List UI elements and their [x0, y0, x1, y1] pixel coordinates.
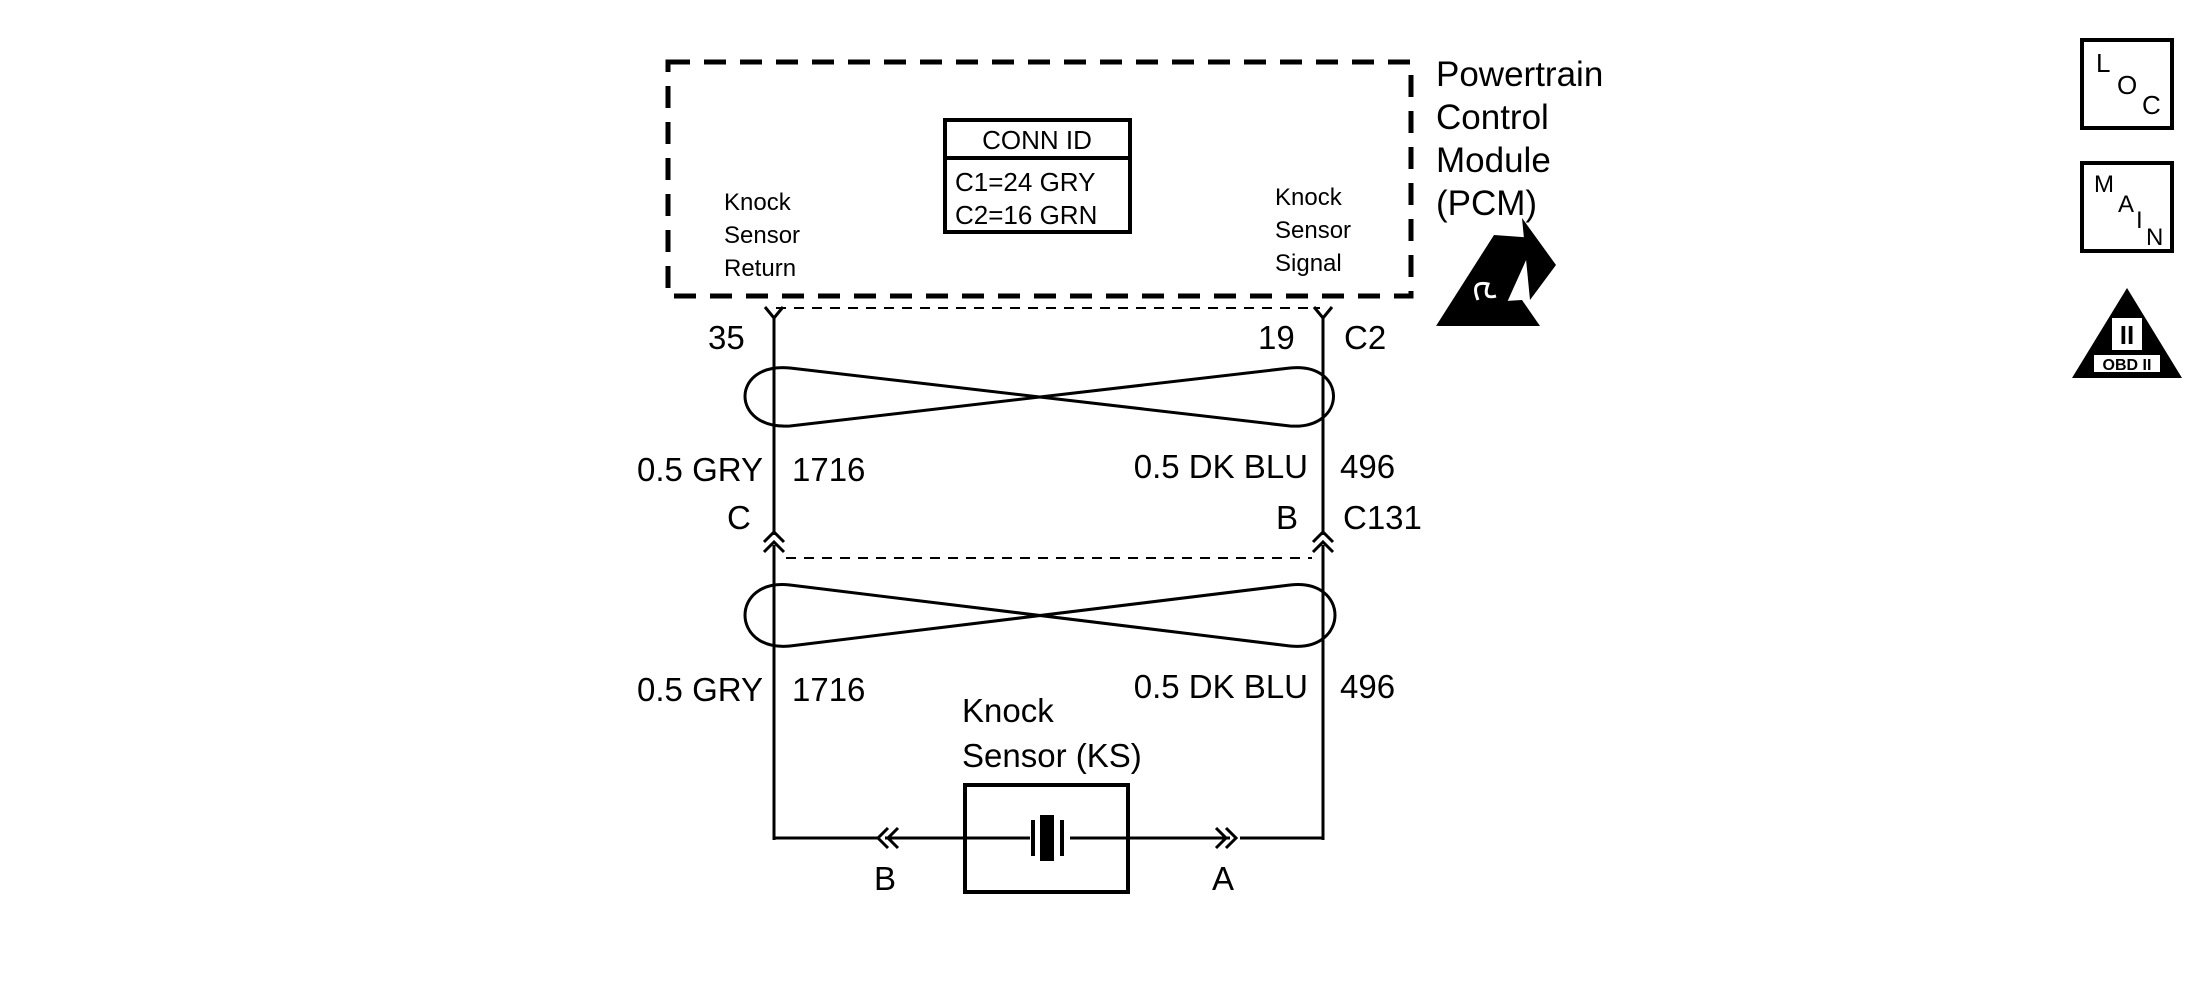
c131-terminal: [1311, 529, 1335, 554]
c131-terminal: [762, 529, 786, 554]
icon-letter: A: [2118, 191, 2134, 218]
connector-id: C131: [1343, 499, 1422, 536]
obd-numeral: II: [2120, 320, 2134, 350]
pin-letter: A: [1212, 860, 1234, 897]
circuit-number: 1716: [792, 671, 865, 708]
pcm-boundary: [665, 59, 1414, 299]
circuit-number: 1716: [792, 451, 865, 488]
esd-sensitive-icon: [1436, 218, 1556, 326]
conn-id-header: CONN ID: [982, 125, 1092, 155]
pin-label-line: Signal: [1275, 250, 1342, 277]
circuit-number: 496: [1340, 668, 1395, 705]
twisted-pair-lower: [743, 583, 1337, 648]
conn-id-row: C1=24 GRY: [955, 167, 1095, 197]
wire-color-label: 0.5 DK BLU: [1134, 668, 1308, 705]
pin-letter: B: [874, 860, 896, 897]
pcm-name-line: Control: [1436, 98, 1549, 137]
wire-color-label: 0.5 GRY: [637, 671, 763, 708]
icon-letter: L: [2096, 48, 2110, 78]
pin-label-line: Sensor: [724, 222, 800, 249]
twisted-pair-upper: [743, 366, 1335, 428]
pcm-name-line: (PCM): [1436, 184, 1537, 223]
icon-letter: M: [2094, 171, 2114, 198]
pin-label-line: Sensor: [1275, 217, 1351, 244]
pin-letter: B: [1276, 499, 1298, 536]
pcm-name-line: Module: [1436, 141, 1551, 180]
obd-caption: OBD II: [2103, 357, 2152, 374]
icon-letter: C: [2142, 90, 2161, 120]
icon-letter: O: [2117, 70, 2137, 100]
circuit-number: 496: [1340, 448, 1395, 485]
pcm-name: Powertrain Control Module (PCM): [1436, 55, 1603, 223]
pin-number: 19: [1258, 319, 1295, 356]
obd-ii-icon[interactable]: II OBD II: [2072, 288, 2182, 378]
pcm-name-line: Powertrain: [1436, 55, 1603, 94]
knock-sensor: [963, 783, 1130, 894]
connector-id: C2: [1344, 319, 1386, 356]
pin-label-line: Return: [724, 255, 796, 282]
conn-id-box: CONN ID C1=24 GRY C2=16 GRN: [943, 118, 1132, 234]
pin-label-line: Knock: [1275, 184, 1343, 211]
sensor-label: Sensor (KS): [962, 737, 1142, 774]
wire-color-label: 0.5 DK BLU: [1134, 448, 1308, 485]
icon-letter: I: [2136, 207, 2143, 234]
icon-letter: N: [2146, 224, 2163, 251]
pin-number: 35: [708, 319, 745, 356]
sensor-label: Knock: [962, 692, 1054, 729]
pin-label-line: Knock: [724, 189, 792, 216]
wire-color-label: 0.5 GRY: [637, 451, 763, 488]
left-pin-label: Knock Sensor Return: [724, 189, 800, 282]
conn-id-row: C2=16 GRN: [955, 200, 1097, 230]
right-pin-label: Knock Sensor Signal: [1275, 184, 1351, 277]
pin-letter: C: [727, 499, 751, 536]
main-icon[interactable]: M A I N: [2080, 161, 2174, 253]
loc-icon[interactable]: L O C: [2080, 38, 2174, 130]
